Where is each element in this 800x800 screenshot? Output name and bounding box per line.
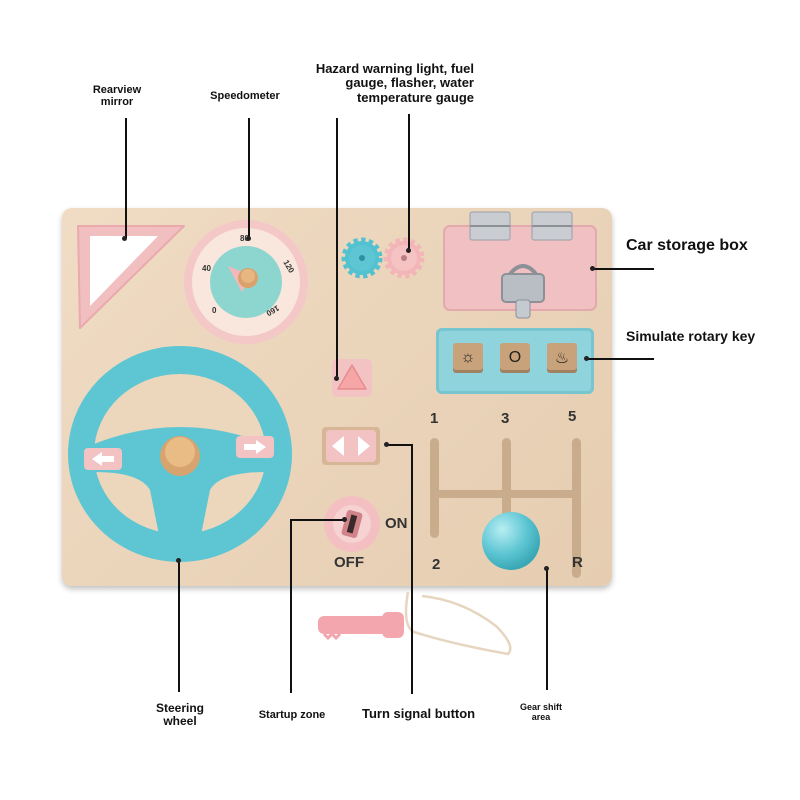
leader-speedometer: [248, 118, 250, 238]
leader-gear-shift: [546, 568, 548, 690]
leader-dot-mirror: [122, 236, 127, 241]
leader-turn-signal-h: [386, 444, 412, 446]
leader-startup-v: [290, 519, 292, 693]
speed-tick-0: 0: [212, 306, 217, 315]
hazard-button[interactable]: [330, 357, 374, 399]
leader-steering-wheel: [178, 560, 180, 692]
leader-dot-turn-signal: [384, 442, 389, 447]
steering-wheel[interactable]: [60, 340, 300, 572]
speedometer-label: Speedometer: [210, 90, 280, 102]
leader-dot-gear-shift: [544, 566, 549, 571]
leader-storage-box: [592, 268, 654, 270]
speedometer-dial[interactable]: [182, 218, 310, 346]
leader-turn-signal-v: [411, 444, 413, 694]
turn-signal-label: Turn signal button: [362, 706, 476, 721]
rotary-key-light[interactable]: ☼: [453, 343, 483, 373]
leader-dot-steering: [176, 558, 181, 563]
ignition-off-label: OFF: [334, 554, 364, 571]
car-storage-box-label: Car storage box: [626, 237, 748, 254]
gear-slot-left: [430, 438, 439, 538]
gear-slot-middle: [502, 438, 511, 568]
rearview-mirror-label: Rearview mirror: [92, 84, 142, 109]
leader-dot-hazard: [334, 376, 339, 381]
gear-dials[interactable]: [338, 234, 430, 282]
ignition-switch[interactable]: [322, 494, 382, 554]
ignition-on-label: ON: [385, 515, 408, 532]
startup-zone-label: Startup zone: [258, 709, 326, 721]
leader-gear-dial: [408, 114, 410, 250]
gear-number-5: 5: [568, 408, 577, 425]
rotary-key-label: Simulate rotary key: [626, 328, 756, 344]
leader-dot-startup: [342, 517, 347, 522]
leader-dot-storage: [590, 266, 595, 271]
gear-slot-cross: [430, 490, 581, 498]
leader-rotary-key: [586, 358, 654, 360]
leader-dot-rotary: [584, 356, 589, 361]
gear-number-2: 2: [432, 556, 441, 573]
ignition-key[interactable]: [312, 586, 522, 658]
hazard-label: Hazard warning light, fuel gauge, flashe…: [315, 61, 474, 105]
speed-tick-40: 40: [202, 264, 211, 273]
speed-tick-80: 80: [240, 234, 249, 243]
gear-shift-label: Gear shift area: [519, 702, 562, 722]
leader-mirror: [125, 118, 127, 238]
leader-dot-gear-dial: [406, 248, 411, 253]
rearview-mirror[interactable]: [72, 218, 190, 334]
gear-slot-right: [572, 438, 581, 578]
gear-knob[interactable]: [480, 510, 542, 572]
steering-wheel-label: Steering wheel: [155, 701, 204, 729]
leader-dot-speedometer: [246, 236, 251, 241]
car-storage-box[interactable]: [442, 208, 600, 328]
rotary-key-defrost[interactable]: ♨: [547, 343, 577, 373]
turn-signal-button[interactable]: [320, 425, 382, 467]
rotary-key-o[interactable]: O: [500, 343, 530, 373]
gear-number-3: 3: [501, 410, 510, 427]
gear-number-1: 1: [430, 410, 439, 427]
leader-startup-h: [290, 519, 344, 521]
leader-hazard-button: [336, 118, 338, 378]
gear-number-r: R: [572, 554, 583, 571]
